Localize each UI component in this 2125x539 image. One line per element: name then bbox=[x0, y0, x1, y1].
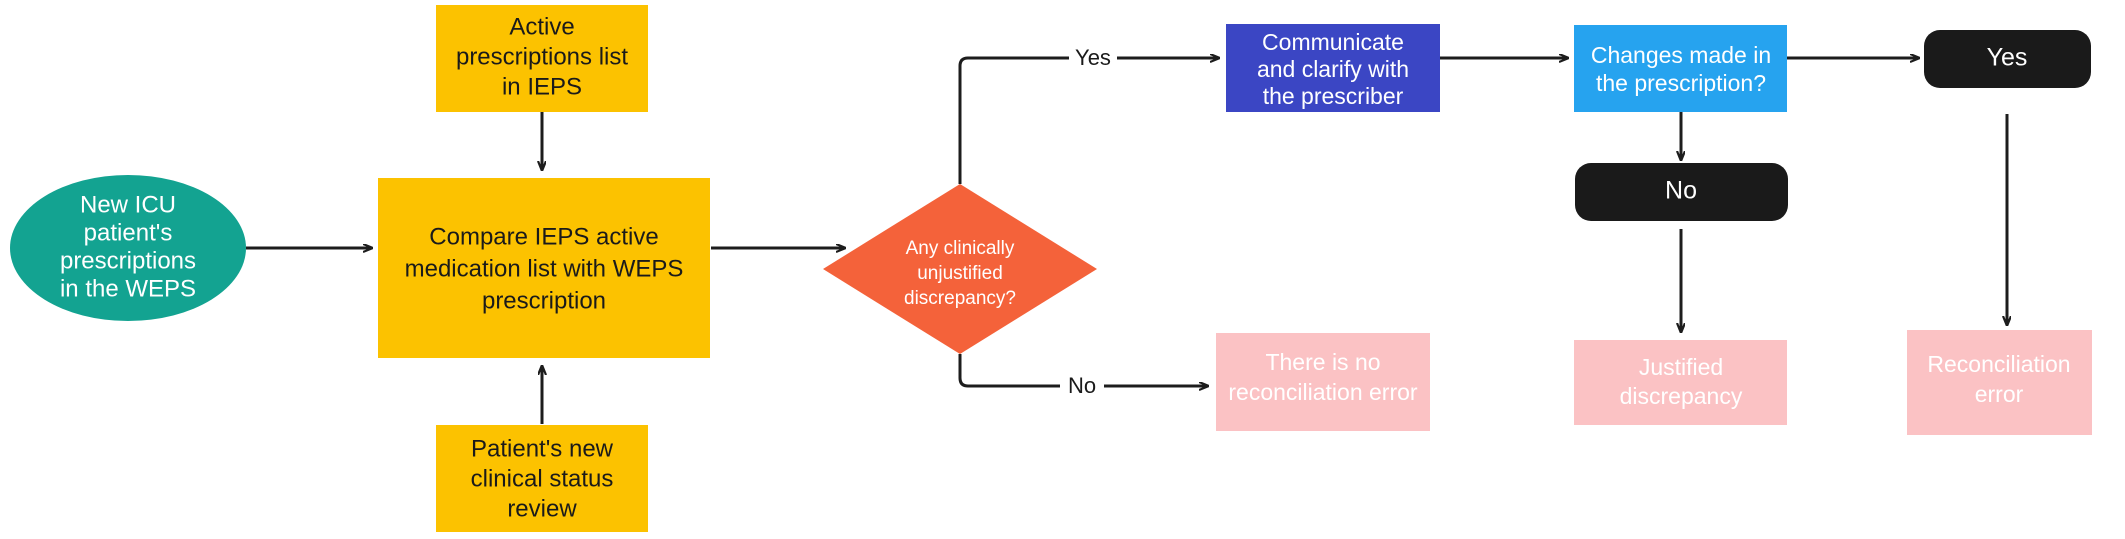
communicate-line-3: the prescriber bbox=[1263, 83, 1404, 109]
no-label-backdrop bbox=[1060, 372, 1104, 400]
node-changes-made-decision[interactable]: Changes made in the prescription? bbox=[1574, 25, 1787, 112]
node-clinical-status-review[interactable]: Patient's new clinical status review bbox=[436, 425, 648, 532]
clinical-review-line-3: review bbox=[507, 495, 577, 522]
clinical-review-line-2: clinical status bbox=[471, 465, 614, 492]
compare-line-3: prescription bbox=[482, 287, 606, 314]
compare-line-1: Compare IEPS active bbox=[429, 223, 658, 250]
edge-decision-no bbox=[958, 354, 1208, 386]
node-no-pill[interactable]: No bbox=[1575, 163, 1788, 221]
active-list-shape[interactable] bbox=[436, 5, 648, 112]
communicate-line-1: Communicate bbox=[1262, 29, 1404, 55]
edge-label-group: Yes No bbox=[1060, 44, 1117, 400]
active-list-line-3: in IEPS bbox=[502, 73, 582, 100]
compare-shape[interactable] bbox=[378, 178, 710, 358]
no-pill-shape[interactable] bbox=[1575, 163, 1788, 221]
changes-made-line-1: Changes made in bbox=[1591, 42, 1771, 68]
decision-line-1: Any clinically bbox=[906, 238, 1015, 259]
no-error-line-2: reconciliation error bbox=[1228, 379, 1418, 405]
reconciliation-error-shape[interactable] bbox=[1907, 330, 2092, 435]
start-ellipse-shape[interactable] bbox=[10, 175, 246, 321]
decision-line-2: unjustified bbox=[917, 263, 1003, 284]
no-pill-label: No bbox=[1665, 177, 1697, 205]
changes-made-shape[interactable] bbox=[1574, 25, 1787, 112]
node-compare-lists[interactable]: Compare IEPS active medication list with… bbox=[378, 178, 710, 358]
yes-label-backdrop bbox=[1069, 44, 1117, 72]
node-justified-discrepancy[interactable]: Justified discrepancy bbox=[1574, 340, 1787, 425]
compare-line-2: medication list with WEPS bbox=[405, 255, 684, 282]
node-reconciliation-error[interactable]: Reconciliation error bbox=[1907, 330, 2092, 435]
no-error-line-1: There is no bbox=[1265, 349, 1380, 375]
edge-label-no: No bbox=[1068, 373, 1096, 398]
node-discrepancy-decision[interactable]: Any clinically unjustified discrepancy? bbox=[823, 184, 1097, 354]
node-no-reconciliation-error[interactable]: There is no reconciliation error bbox=[1216, 333, 1430, 431]
yes-pill-label: Yes bbox=[1987, 44, 2028, 72]
edge-label-yes: Yes bbox=[1075, 45, 1111, 70]
node-start[interactable]: New ICU patient's prescriptions in the W… bbox=[10, 175, 246, 321]
node-communicate-prescriber[interactable]: Communicate and clarify with the prescri… bbox=[1226, 24, 1440, 112]
connector-group bbox=[246, 58, 2007, 424]
active-list-line-2: prescriptions list bbox=[456, 43, 628, 70]
decision-diamond-shape[interactable] bbox=[823, 184, 1097, 354]
start-line-4: in the WEPS bbox=[60, 275, 196, 302]
no-error-shape[interactable] bbox=[1216, 333, 1430, 431]
decision-line-3: discrepancy? bbox=[904, 288, 1016, 309]
node-yes-pill[interactable]: Yes bbox=[1924, 30, 2091, 88]
start-line-2: patient's bbox=[84, 219, 173, 246]
start-line-1: New ICU bbox=[80, 191, 176, 218]
clinical-review-line-1: Patient's new bbox=[471, 435, 614, 462]
active-list-line-1: Active bbox=[509, 13, 574, 40]
reconciliation-error-line-1: Reconciliation bbox=[1927, 351, 2070, 377]
reconciliation-error-line-2: error bbox=[1975, 381, 2024, 407]
node-active-prescriptions-list[interactable]: Active prescriptions list in IEPS bbox=[436, 5, 648, 112]
start-line-3: prescriptions bbox=[60, 247, 196, 274]
changes-made-line-2: the prescription? bbox=[1596, 70, 1766, 96]
justified-line-1: Justified bbox=[1639, 354, 1723, 380]
edge-decision-yes bbox=[958, 58, 1219, 184]
communicate-line-2: and clarify with bbox=[1257, 56, 1409, 82]
communicate-shape[interactable] bbox=[1226, 24, 1440, 112]
yes-pill-shape[interactable] bbox=[1924, 30, 2091, 88]
justified-line-2: discrepancy bbox=[1620, 383, 1743, 409]
justified-shape[interactable] bbox=[1574, 340, 1787, 425]
clinical-review-shape[interactable] bbox=[436, 425, 648, 532]
